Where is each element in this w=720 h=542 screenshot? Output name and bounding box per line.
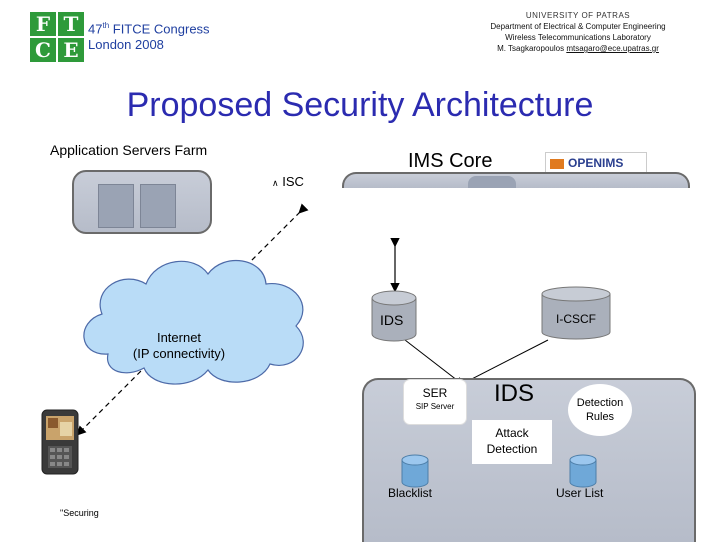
database-icon bbox=[569, 454, 597, 488]
ids-ser-link bbox=[404, 339, 464, 386]
logo-letter: E bbox=[58, 38, 84, 62]
cloud-icon bbox=[83, 259, 304, 385]
detection-rules-line1: Detection bbox=[576, 397, 624, 409]
internet-label-line1: Internet bbox=[156, 330, 202, 345]
department-name: Department of Electrical & Computer Engi… bbox=[490, 22, 666, 31]
attack-detection-line2: Detection bbox=[486, 442, 538, 456]
sip-server-label: SIP Server bbox=[415, 402, 455, 411]
ims-core-label: IMS Core bbox=[408, 150, 493, 172]
ids-database bbox=[370, 290, 418, 342]
icscf-database bbox=[540, 286, 612, 340]
openims-logo-mark bbox=[550, 159, 564, 169]
internet-cloud bbox=[70, 244, 318, 394]
isc-label-text: ISC bbox=[282, 174, 304, 189]
lab-name: Wireless Telecommunications Laboratory bbox=[505, 33, 651, 42]
blacklist-database bbox=[400, 454, 430, 488]
ids-top-label: IDS bbox=[380, 312, 404, 328]
icscf-label: I-CSCF bbox=[556, 312, 596, 326]
detection-rules: Detection Rules bbox=[568, 384, 632, 436]
userlist-label: User List bbox=[556, 486, 604, 500]
database-icon bbox=[401, 454, 429, 488]
university-name: UNIVERSITY OF PATRAS bbox=[525, 11, 631, 20]
logo-letter: T bbox=[58, 12, 84, 36]
ids-big-label: IDS bbox=[494, 380, 535, 407]
ftce-logo: F T C E bbox=[30, 12, 84, 62]
ser-server: SER SIP Server bbox=[404, 380, 466, 424]
icscf-ser-link bbox=[461, 339, 549, 385]
congress-sup: th bbox=[102, 21, 110, 30]
ser-label: SER bbox=[422, 386, 448, 400]
database-icon bbox=[371, 290, 417, 342]
logo-letter: C bbox=[30, 38, 56, 62]
mobile-phone-icon bbox=[38, 408, 82, 476]
congress-name: FITCE Congress bbox=[109, 21, 210, 37]
author-name: M. Tsagkaropoulos bbox=[497, 44, 567, 53]
ims-core-server-icon bbox=[468, 176, 516, 188]
internet-label: Internet (IP connectivity) bbox=[124, 330, 234, 362]
internet-label-line2: (IP connectivity) bbox=[132, 346, 226, 361]
isc-label: ∧ ISC bbox=[272, 174, 304, 189]
userlist-database bbox=[568, 454, 598, 488]
blacklist-label: Blacklist bbox=[388, 486, 433, 500]
congress-location: London 2008 bbox=[88, 37, 164, 53]
university-info: UNIVERSITY OF PATRAS Department of Elect… bbox=[448, 10, 708, 54]
database-icon bbox=[541, 286, 611, 340]
footer-text: "Securing bbox=[60, 508, 99, 518]
ims-core-panel bbox=[342, 172, 690, 188]
attack-detection: Attack Detection bbox=[472, 420, 552, 464]
detection-rules-line2: Rules bbox=[585, 411, 615, 423]
attack-detection-line1: Attack bbox=[495, 426, 529, 440]
congress-info: 47th FITCE Congress London 2008 bbox=[88, 18, 210, 53]
page-title: Proposed Security Architecture bbox=[126, 86, 594, 124]
congress-number: 47 bbox=[88, 21, 103, 37]
author-line: M. Tsagkaropoulos mtsagaro@ece.upatras.g… bbox=[448, 43, 708, 54]
author-email[interactable]: mtsagaro@ece.upatras.gr bbox=[566, 44, 659, 53]
logo-letter: F bbox=[30, 12, 56, 36]
openims-logo-text: OPENIMS bbox=[568, 156, 624, 170]
app-servers-label: Application Servers Farm bbox=[50, 142, 208, 158]
